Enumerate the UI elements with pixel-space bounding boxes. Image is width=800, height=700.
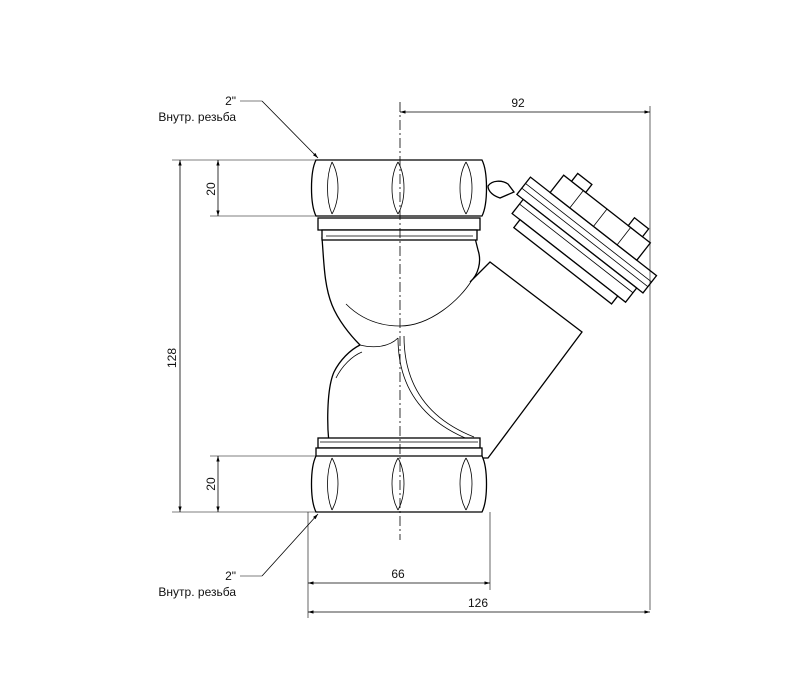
dim-bottom-nut-height-value: 20 <box>204 477 218 491</box>
dim-top-width-value: 92 <box>511 96 525 110</box>
dim-overall-width: 126 <box>308 596 650 614</box>
callout-top-thread: 2" Внутр. резьба <box>158 94 319 159</box>
callout-top-label: Внутр. резьба <box>158 110 236 124</box>
dim-body-width: 66 <box>307 512 491 618</box>
bottom-hex-nut <box>310 455 488 513</box>
strainer-cap <box>511 172 658 305</box>
callout-bottom-label: Внутр. резьба <box>158 585 236 599</box>
top-hex-nut <box>310 159 488 217</box>
dim-overall-height-value: 128 <box>165 348 179 368</box>
dim-overall-width-value: 126 <box>468 596 488 610</box>
callout-top-size: 2" <box>225 94 236 108</box>
dim-body-width-value: 66 <box>391 567 405 581</box>
dim-bottom-nut-height: 20 <box>204 455 316 512</box>
dim-top-width: 92 <box>400 96 651 610</box>
callout-bottom-thread: 2" Внутр. резьба <box>158 513 319 599</box>
dim-top-nut-height-value: 20 <box>204 182 218 196</box>
dim-overall-height: 128 <box>165 159 316 513</box>
callout-bottom-size: 2" <box>225 569 236 583</box>
dim-top-nut-height: 20 <box>204 160 316 217</box>
